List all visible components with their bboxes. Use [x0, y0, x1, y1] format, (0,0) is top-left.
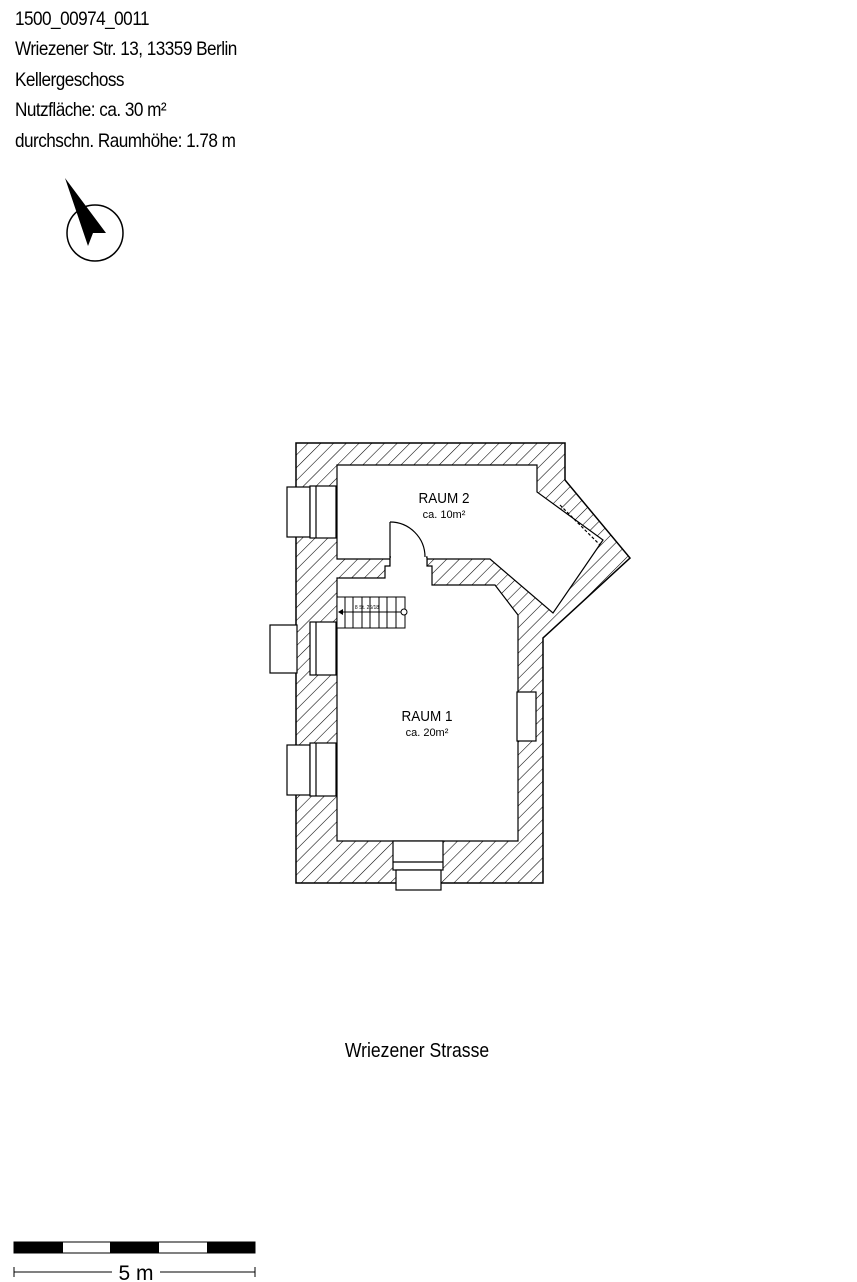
- windows: [269, 485, 601, 891]
- stairs-label: 8 St. 26/18: [355, 605, 379, 611]
- room-1-name: RAUM 1: [402, 708, 453, 725]
- room-2-area-label: ca. 10m²: [423, 509, 466, 521]
- door: [389, 521, 426, 558]
- scale-bar: 5 m: [13, 1241, 256, 1282]
- average-height: durchschn. Raumhöhe: 1.78 m: [15, 130, 236, 152]
- usable-area: Nutzfläche: ca. 30 m²: [15, 99, 167, 121]
- north-arrow-icon: [65, 178, 124, 262]
- address: Wriezener Str. 13, 13359 Berlin: [15, 38, 237, 60]
- scale-label: 5 m: [118, 1262, 153, 1282]
- floor-name: Kellergeschoss: [15, 69, 125, 91]
- street-name: Wriezener Strasse: [345, 1039, 489, 1061]
- staircase: 8 St. 26/18: [336, 596, 408, 629]
- room-2-name: RAUM 2: [419, 490, 470, 507]
- plan-id: 1500_00974_0011: [15, 8, 149, 30]
- room-2-area: [336, 464, 604, 614]
- room-1-area-label: ca. 20m²: [406, 727, 449, 739]
